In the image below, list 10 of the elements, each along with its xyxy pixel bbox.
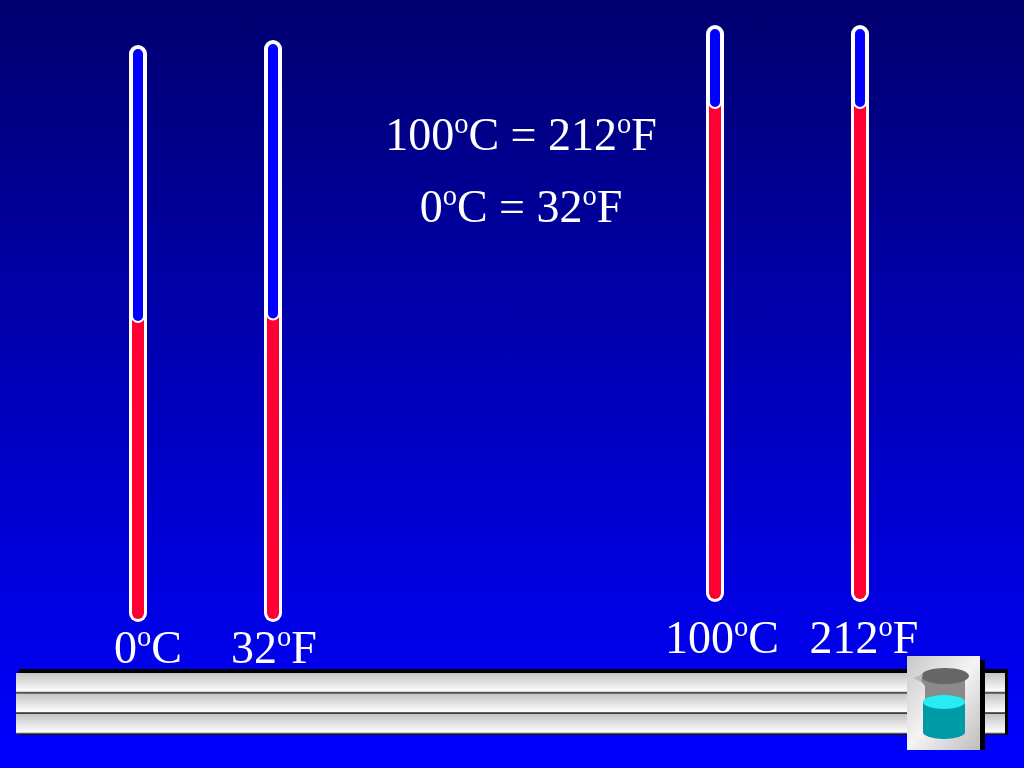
thermometer	[129, 45, 147, 622]
conversion-text: 100$^{o}$C = 212$^{o}$F	[385, 110, 657, 160]
temperature-label: 212$^{o}$F	[809, 613, 919, 663]
temperature-label: 0$^{o}$C	[114, 623, 182, 673]
temperature-label: 32$^{o}$F	[231, 623, 317, 673]
temperature-label: 100$^{o}$C	[665, 613, 779, 663]
thermometer	[851, 25, 869, 602]
thermometer	[264, 40, 282, 622]
thermometer	[706, 25, 724, 602]
conversion-text: 0$^{o}$C = 32$^{o}$F	[419, 182, 623, 232]
